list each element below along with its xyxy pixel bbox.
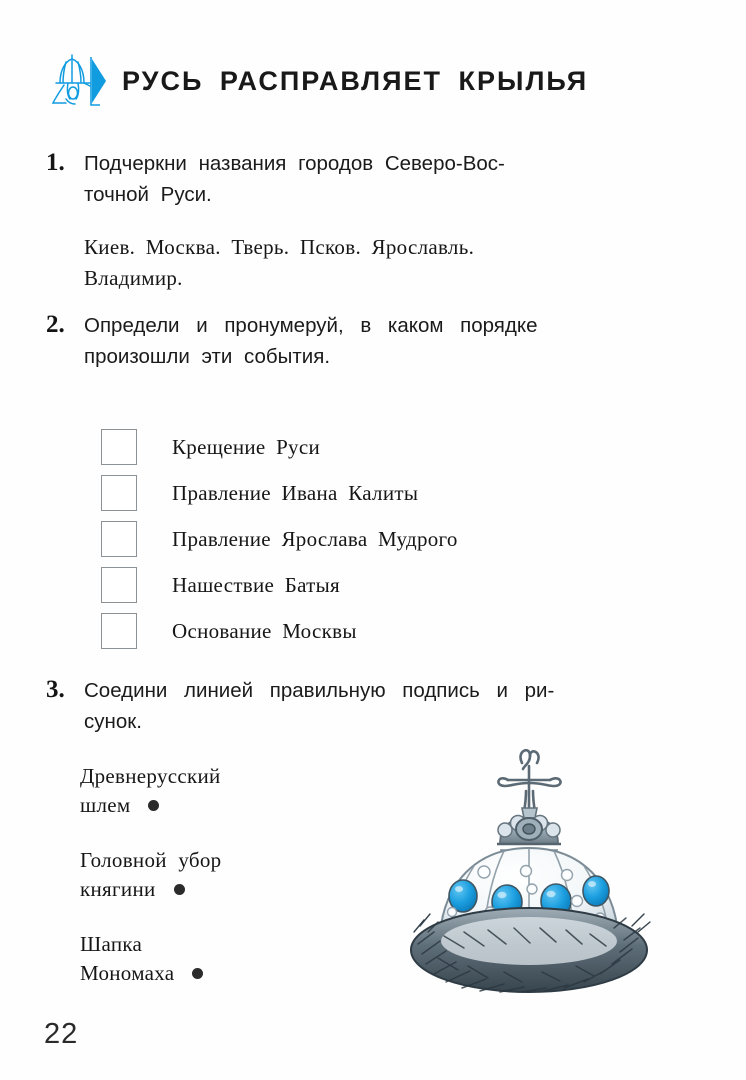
cap-of-monomakh-illustration[interactable] (404, 736, 704, 1008)
event-label-2: Правление Ивана Калиты (172, 480, 419, 505)
match-label-2-line-1: Головной убор (80, 848, 222, 872)
task-2-line-2: произошли эти события. (84, 345, 331, 368)
city-options-line-2[interactable]: Владимир. (84, 266, 183, 290)
task-3-line-1: Соедини линией правильную подпись и ри- (84, 679, 555, 702)
event-label-4: Нашествие Батыя (172, 572, 341, 597)
task-2-line-1: Определи и пронумеруй, в каком порядке (84, 314, 538, 337)
match-connector-dot-2[interactable] (173, 884, 185, 895)
match-label-2-text: княгини (80, 877, 156, 901)
city-options-line-1[interactable]: Киев. Москва. Тверь. Псков. Ярославль. (84, 235, 475, 259)
event-label-1: Крещение Руси (172, 434, 321, 459)
list-item[interactable]: Шапка Мономаха (80, 930, 360, 988)
match-label-3-text: Мономаха (80, 961, 175, 985)
match-label-3-line-1: Шапка (80, 932, 143, 956)
task-1: 1. Подчеркни названия городов Северо-Вос… (46, 148, 696, 210)
task-2-text: Определи и пронумеруй, в каком порядке п… (84, 310, 706, 372)
helmet-and-arrow-icon (44, 53, 106, 109)
task-3-text: Соедини линией правильную подпись и ри- … (84, 675, 706, 737)
task-1-line-2: точной Руси. (84, 183, 212, 206)
match-label-1-line-2: шлем (80, 791, 360, 820)
event-label-3: Правление Ярослава Мудрого (172, 526, 458, 551)
page-title: РУСЬ РАСПРАВЛЯЕТ КРЫЛЬЯ (122, 65, 589, 96)
list-item[interactable]: Крещение Руси (101, 424, 458, 470)
task-3-line-2: сунок. (84, 710, 142, 733)
task-2-number: 2. (46, 311, 65, 338)
task-1-line-1: Подчеркни названия городов Северо-Вос- (84, 152, 505, 175)
list-item[interactable]: Головной убор княгини (80, 846, 360, 904)
events-ordering-list: Крещение Руси Правление Ивана Калиты Пра… (101, 424, 458, 654)
city-options-list[interactable]: Киев. Москва. Тверь. Псков. Ярославль. В… (84, 232, 474, 294)
list-item[interactable]: Древнерусский шлем (80, 762, 360, 820)
task-3-number: 3. (46, 676, 65, 703)
task-1-text: Подчеркни названия городов Северо-Вос- т… (84, 148, 696, 210)
order-number-box-1[interactable] (101, 429, 137, 465)
task-1-number: 1. (46, 149, 65, 176)
match-label-3-line-2: Мономаха (80, 959, 360, 988)
list-item[interactable]: Правление Ивана Калиты (101, 470, 458, 516)
order-number-box-5[interactable] (101, 613, 137, 649)
task-2: 2. Определи и пронумеруй, в каком порядк… (46, 310, 706, 372)
match-label-1-line-1: Древнерусский (80, 764, 221, 788)
match-connector-dot-1[interactable] (148, 800, 160, 811)
match-label-2-line-2: княгини (80, 875, 360, 904)
order-number-box-4[interactable] (101, 567, 137, 603)
order-number-box-3[interactable] (101, 521, 137, 557)
page-number: 22 (44, 1018, 79, 1050)
list-item[interactable]: Основание Москвы (101, 608, 458, 654)
order-number-box-2[interactable] (101, 475, 137, 511)
event-label-5: Основание Москвы (172, 618, 357, 643)
task-3: 3. Соедини линией правильную подпись и р… (46, 675, 706, 737)
match-label-1-text: шлем (80, 793, 131, 817)
matching-labels-list: Древнерусский шлем Головной убор княгини… (80, 762, 360, 1014)
match-connector-dot-3[interactable] (192, 968, 204, 979)
list-item[interactable]: Правление Ярослава Мудрого (101, 516, 458, 562)
page-header: РУСЬ РАСПРАВЛЯЕТ КРЫЛЬЯ (44, 52, 704, 110)
list-item[interactable]: Нашествие Батыя (101, 562, 458, 608)
